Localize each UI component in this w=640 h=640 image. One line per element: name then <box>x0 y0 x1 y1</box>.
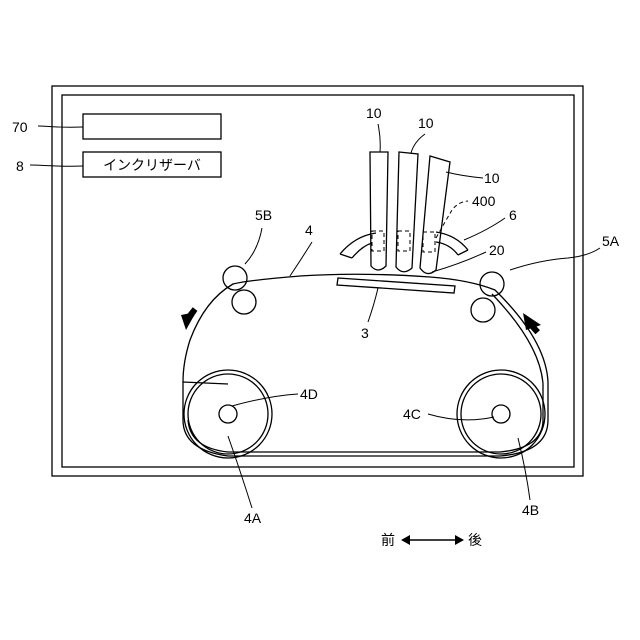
head-b-label: 10 <box>418 115 434 131</box>
gap-callout: 20 <box>432 242 505 272</box>
nozzle-label: 400 <box>472 193 496 209</box>
direction-indicator: 前 後 <box>381 532 482 548</box>
arrow-left-icon <box>181 307 197 330</box>
back-label: 後 <box>468 532 482 548</box>
drum-4a-label: 4A <box>244 510 262 526</box>
controller-label: 70 <box>12 119 28 135</box>
gap-label: 20 <box>489 242 505 258</box>
double-arrow-icon <box>401 535 464 545</box>
head-a-label: 10 <box>366 105 382 121</box>
print-head-a: 10 <box>366 105 388 270</box>
arrow-up-icon <box>523 313 541 334</box>
roller-5b: 5B <box>223 207 272 314</box>
drum-4b-label: 4B <box>522 502 539 518</box>
controller-box: 70 <box>12 114 221 139</box>
drum-4b: 4C 4B <box>403 370 545 518</box>
shaft-4d-label: 4D <box>300 386 318 402</box>
front-label: 前 <box>381 532 395 548</box>
belt-label: 4 <box>305 222 313 238</box>
roller-5a-label: 5A <box>602 233 620 249</box>
platen-label: 3 <box>361 325 369 341</box>
head-c-label: 10 <box>484 170 500 186</box>
platen: 3 <box>337 278 455 341</box>
ink-reservoir-label: 8 <box>16 158 24 174</box>
ink-reservoir-text: インクリザーバ <box>103 157 201 173</box>
drum-4a: 4D 4A <box>184 370 318 526</box>
print-head-c: 10 <box>420 156 500 274</box>
print-head-b: 10 <box>396 115 434 272</box>
ink-reservoir-box: インクリザーバ 8 <box>16 152 221 177</box>
shaft-4c-label: 4C <box>403 406 421 422</box>
roller-5b-label: 5B <box>255 207 272 223</box>
holder-label: 6 <box>509 207 517 223</box>
